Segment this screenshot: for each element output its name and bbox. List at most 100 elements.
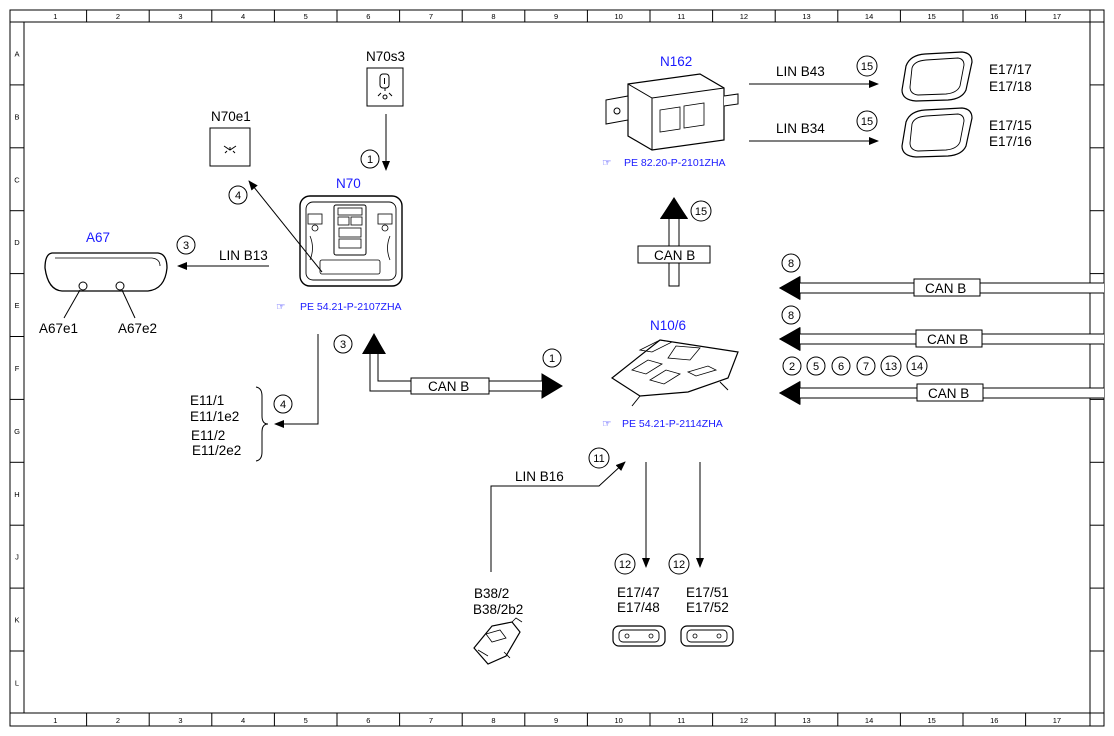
can-b-label-4: CAN B: [927, 332, 968, 347]
can-b-right-2: [778, 327, 1104, 351]
can-b-label-2: CAN B: [654, 248, 695, 263]
grid-col-label: 8: [491, 12, 495, 21]
callout-5: 5: [806, 356, 826, 376]
grid-row-label: K: [14, 616, 19, 625]
callout-3-a: 3: [176, 235, 196, 255]
b38-2-rain-light-sensor[interactable]: [473, 617, 523, 665]
lin-b43-label: LIN B43: [776, 64, 825, 79]
svg-text:12: 12: [673, 559, 685, 571]
grid-col-label: 3: [178, 12, 182, 21]
grid-col-label: 5: [304, 12, 308, 21]
can-b-n70-n10-6: [362, 332, 563, 399]
grid-col-label: 7: [429, 716, 433, 725]
n70-reference-link[interactable]: PE 54.21-P-2107ZHA: [300, 301, 402, 313]
e17-15-16-lamp[interactable]: [901, 107, 973, 158]
drawing-frame: [9, 9, 1105, 727]
n162-ref-icon: ☞: [602, 157, 611, 169]
svg-text:3: 3: [340, 339, 346, 351]
a67-label: A67: [86, 230, 110, 245]
svg-text:3: 3: [183, 240, 189, 252]
grid-row-label: D: [14, 238, 20, 247]
n70e1-lamp-icon[interactable]: [209, 127, 251, 167]
svg-text:13: 13: [885, 361, 897, 373]
n70e1-label: N70e1: [211, 109, 251, 124]
grid-row-label: H: [14, 490, 19, 499]
grid-col-label: 9: [554, 716, 558, 725]
grid-row-label: C: [14, 175, 20, 184]
svg-text:8: 8: [788, 258, 794, 270]
grid-col-label: 16: [990, 716, 998, 725]
svg-text:8: 8: [788, 310, 794, 322]
grid-col-label: 4: [241, 716, 245, 725]
callout-13: 13: [880, 355, 902, 377]
can-b-label-1: CAN B: [428, 379, 469, 394]
e17-51-52-lamp[interactable]: [680, 625, 734, 647]
svg-text:15: 15: [861, 61, 873, 73]
svg-text:5: 5: [813, 361, 819, 373]
can-b-right-1: [778, 276, 1104, 300]
grid-row-label: G: [14, 427, 20, 436]
grid-col-label: 8: [491, 716, 495, 725]
grid-col-label: 9: [554, 12, 558, 21]
can-b-label-5: CAN B: [928, 386, 969, 401]
e11-2e2-label: E11/2e2: [192, 443, 241, 458]
b38-2-label: B38/2: [474, 586, 509, 601]
grid-col-label: 2: [116, 12, 120, 21]
grid-row-label: J: [15, 553, 19, 562]
svg-text:4: 4: [235, 190, 241, 202]
b38-2b2-label: B38/2b2: [473, 602, 523, 617]
grid-col-label: 1: [53, 12, 57, 21]
callout-1-b: 1: [542, 348, 562, 368]
e11-2-label: E11/2: [191, 428, 225, 443]
svg-text:6: 6: [838, 361, 844, 373]
n162-module[interactable]: [605, 73, 739, 151]
callout-12-a: 12: [614, 553, 636, 575]
grid-col-label: 6: [366, 12, 370, 21]
n70s3-switch-icon[interactable]: [366, 67, 404, 107]
grid-col-label: 14: [865, 12, 873, 21]
callout-11: 11: [588, 447, 610, 469]
n10-6-module[interactable]: [610, 339, 739, 407]
can-b-n10-6-n162: [637, 197, 711, 287]
grid-col-label: 14: [865, 716, 873, 725]
e17-18-label: E17/18: [989, 79, 1032, 94]
callout-4-a: 4: [228, 185, 248, 205]
callout-15-c: 15: [690, 200, 712, 222]
a67-rearview-mirror[interactable]: [44, 252, 168, 292]
a67e2-label: A67e2: [118, 321, 157, 336]
svg-text:15: 15: [861, 116, 873, 128]
svg-text:11: 11: [593, 453, 604, 465]
grid-col-label: 17: [1053, 12, 1061, 21]
grid-col-label: 16: [990, 12, 998, 21]
grid-col-label: 5: [304, 716, 308, 725]
n10-6-reference-link[interactable]: PE 54.21-P-2114ZHA: [622, 418, 723, 430]
e17-17-label: E17/17: [989, 62, 1032, 77]
e17-52-label: E17/52: [686, 600, 729, 615]
lin-b16-label: LIN B16: [515, 469, 564, 484]
n162-reference-link[interactable]: PE 82.20-P-2101ZHA: [624, 157, 726, 169]
e11-bracket: [255, 386, 269, 462]
svg-text:1: 1: [367, 154, 373, 166]
svg-text:15: 15: [695, 206, 707, 218]
svg-text:2: 2: [789, 361, 795, 373]
lin-b13-label: LIN B13: [219, 248, 268, 263]
grid-col-label: 7: [429, 12, 433, 21]
e11-1e2-label: E11/1e2: [190, 409, 239, 424]
grid-col-label: 15: [928, 12, 936, 21]
grid-col-label: 17: [1053, 716, 1061, 725]
callout-8-a: 8: [781, 253, 801, 273]
e17-47-48-lamp[interactable]: [612, 625, 666, 647]
grid-col-label: 13: [802, 716, 810, 725]
e17-17-18-lamp[interactable]: [901, 51, 973, 102]
can-b-right-3: [778, 381, 1104, 405]
a67e1-label: A67e1: [39, 321, 78, 336]
n70-overhead-control-panel[interactable]: [299, 195, 403, 287]
grid-col-label: 15: [928, 716, 936, 725]
grid-col-label: 1: [53, 716, 57, 725]
svg-text:7: 7: [863, 361, 869, 373]
grid-col-label: 12: [740, 716, 748, 725]
callout-8-b: 8: [781, 305, 801, 325]
grid-col-label: 10: [615, 716, 623, 725]
grid-col-label: 11: [677, 716, 685, 725]
